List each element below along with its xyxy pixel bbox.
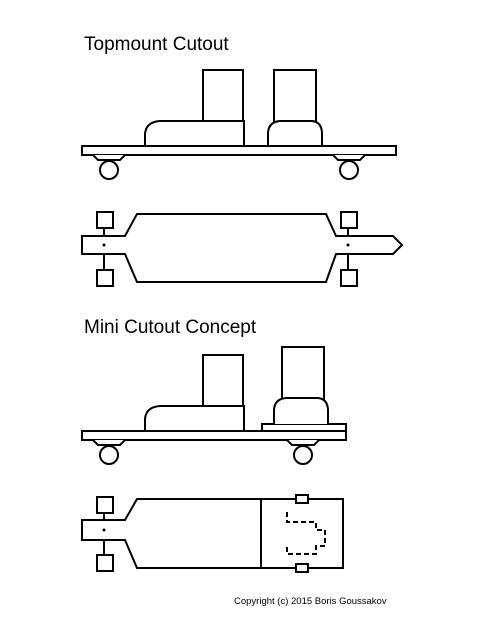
topmount-cutout-title: Topmount Cutout: [84, 34, 229, 55]
rear-wheel-right: [96, 269, 114, 287]
front-wheel-left: [295, 494, 309, 504]
front-wheel: [293, 445, 313, 465]
rear-wheel: [99, 445, 119, 465]
front-wheel: [339, 160, 359, 180]
front-wheel-left: [340, 211, 358, 229]
front-truck: [286, 439, 320, 446]
deck-outline: [81, 213, 404, 283]
deck: [81, 145, 397, 156]
front-boot: [273, 346, 329, 424]
rear-wheel: [99, 160, 119, 180]
mini-side-view: [81, 346, 347, 465]
rear-wheel-left: [96, 496, 114, 514]
topmount-side-view: [81, 69, 397, 180]
mini-cutout-concept-title: Mini Cutout Concept: [84, 317, 257, 338]
rear-boot: [144, 69, 245, 146]
deck: [81, 430, 347, 441]
deck-outline: [81, 498, 344, 569]
rear-wheel-left: [96, 211, 114, 229]
topmount-top-view: [81, 211, 404, 287]
front-wheel-right: [340, 269, 358, 287]
copyright-notice: Copyright (c) 2015 Boris Goussakov: [234, 596, 387, 607]
hidden-front-truck: [286, 512, 326, 555]
rear-truck: [92, 154, 126, 161]
rear-boot: [144, 354, 245, 431]
mini-top-view: [81, 494, 344, 573]
front-boot: [267, 69, 323, 146]
front-truck: [332, 154, 366, 161]
rear-wheel-right: [96, 554, 114, 572]
front-wheel-right: [295, 563, 309, 573]
rear-truck: [92, 439, 126, 446]
